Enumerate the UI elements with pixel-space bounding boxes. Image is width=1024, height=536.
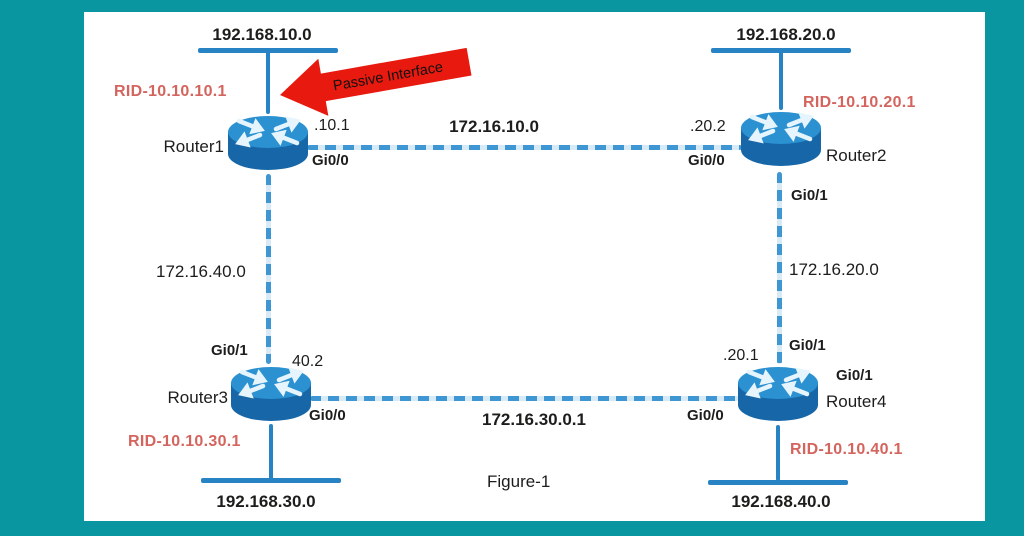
router2-icon bbox=[740, 108, 822, 172]
network-label-20: 192.168.20.0 bbox=[736, 25, 836, 44]
router3-name: Router3 bbox=[167, 388, 228, 407]
lan-stem-192-168-20-0 bbox=[779, 51, 783, 110]
link-router2-router4 bbox=[777, 172, 782, 364]
interface-label-r3-gi0-1: Gi0/1 bbox=[211, 342, 248, 359]
link-router1-router3 bbox=[266, 174, 271, 364]
interface-label-r3-gi0-0: Gi0/0 bbox=[309, 407, 346, 424]
address-label-r4-20-1: .20.1 bbox=[723, 347, 759, 364]
lan-stem-192-168-30-0 bbox=[269, 424, 273, 480]
router-cylinder-icon bbox=[228, 116, 308, 170]
interface-label-r4-gi0-1: Gi0/1 bbox=[789, 337, 826, 354]
router2-name: Router2 bbox=[826, 146, 887, 165]
network-label-30: 192.168.30.0 bbox=[216, 492, 316, 511]
lan-stem-192-168-10-0 bbox=[266, 51, 270, 114]
figure-caption: Figure-1 bbox=[487, 472, 551, 491]
router-cylinder-icon bbox=[231, 367, 311, 421]
subnet-label-172-16-40-0: 172.16.40.0 bbox=[156, 262, 246, 281]
lan-stem-192-168-40-0 bbox=[776, 425, 780, 481]
lan-bar-192-168-10-0 bbox=[198, 48, 338, 53]
red-arrow-icon: Passive Interface bbox=[280, 47, 472, 116]
subnet-label-172-16-20-0: 172.16.20.0 bbox=[789, 260, 879, 279]
router1-name: Router1 bbox=[163, 137, 224, 156]
router4-rid-label: RID-10.10.40.1 bbox=[790, 441, 903, 458]
router4-name: Router4 bbox=[826, 392, 887, 411]
network-label-40: 192.168.40.0 bbox=[731, 492, 831, 511]
network-label-10: 192.168.10.0 bbox=[212, 25, 312, 44]
router1-rid-label: RID-10.10.10.1 bbox=[114, 83, 227, 100]
router1-icon bbox=[227, 112, 309, 176]
subnet-label-172-16-10-0: 172.16.10.0 bbox=[449, 117, 539, 136]
interface-label-r4-gi0-1-alt: Gi0/1 bbox=[836, 367, 873, 384]
passive-interface-annotation: Passive Interface bbox=[274, 45, 486, 127]
subnet-label-172-16-30-0-1: 172.16.30.0.1 bbox=[482, 410, 586, 429]
router2-rid-label: RID-10.10.20.1 bbox=[803, 94, 916, 111]
diagram-canvas: 192.168.10.0 192.168.20.0 192.168.30.0 1… bbox=[84, 12, 985, 521]
router3-icon bbox=[230, 363, 312, 427]
lan-bar-192-168-30-0 bbox=[201, 478, 341, 483]
interface-label-r2-gi0-0: Gi0/0 bbox=[688, 152, 725, 169]
router4-icon bbox=[737, 363, 819, 427]
interface-label-r1-gi0-0: Gi0/0 bbox=[312, 152, 349, 169]
lan-bar-192-168-20-0 bbox=[711, 48, 851, 53]
link-router1-router2 bbox=[307, 145, 742, 150]
lan-bar-192-168-40-0 bbox=[708, 480, 848, 485]
router3-rid-label: RID-10.10.30.1 bbox=[128, 433, 241, 450]
address-label-r3-40-2: 40.2 bbox=[292, 353, 324, 370]
interface-label-r2-gi0-1: Gi0/1 bbox=[791, 187, 828, 204]
router-cylinder-icon bbox=[741, 112, 821, 166]
router-cylinder-icon bbox=[738, 367, 818, 421]
link-router3-router4 bbox=[310, 396, 739, 401]
address-label-r2-20-2: .20.2 bbox=[690, 118, 726, 135]
address-label-r1-10-1: .10.1 bbox=[314, 117, 350, 134]
interface-label-r4-gi0-0: Gi0/0 bbox=[687, 407, 724, 424]
